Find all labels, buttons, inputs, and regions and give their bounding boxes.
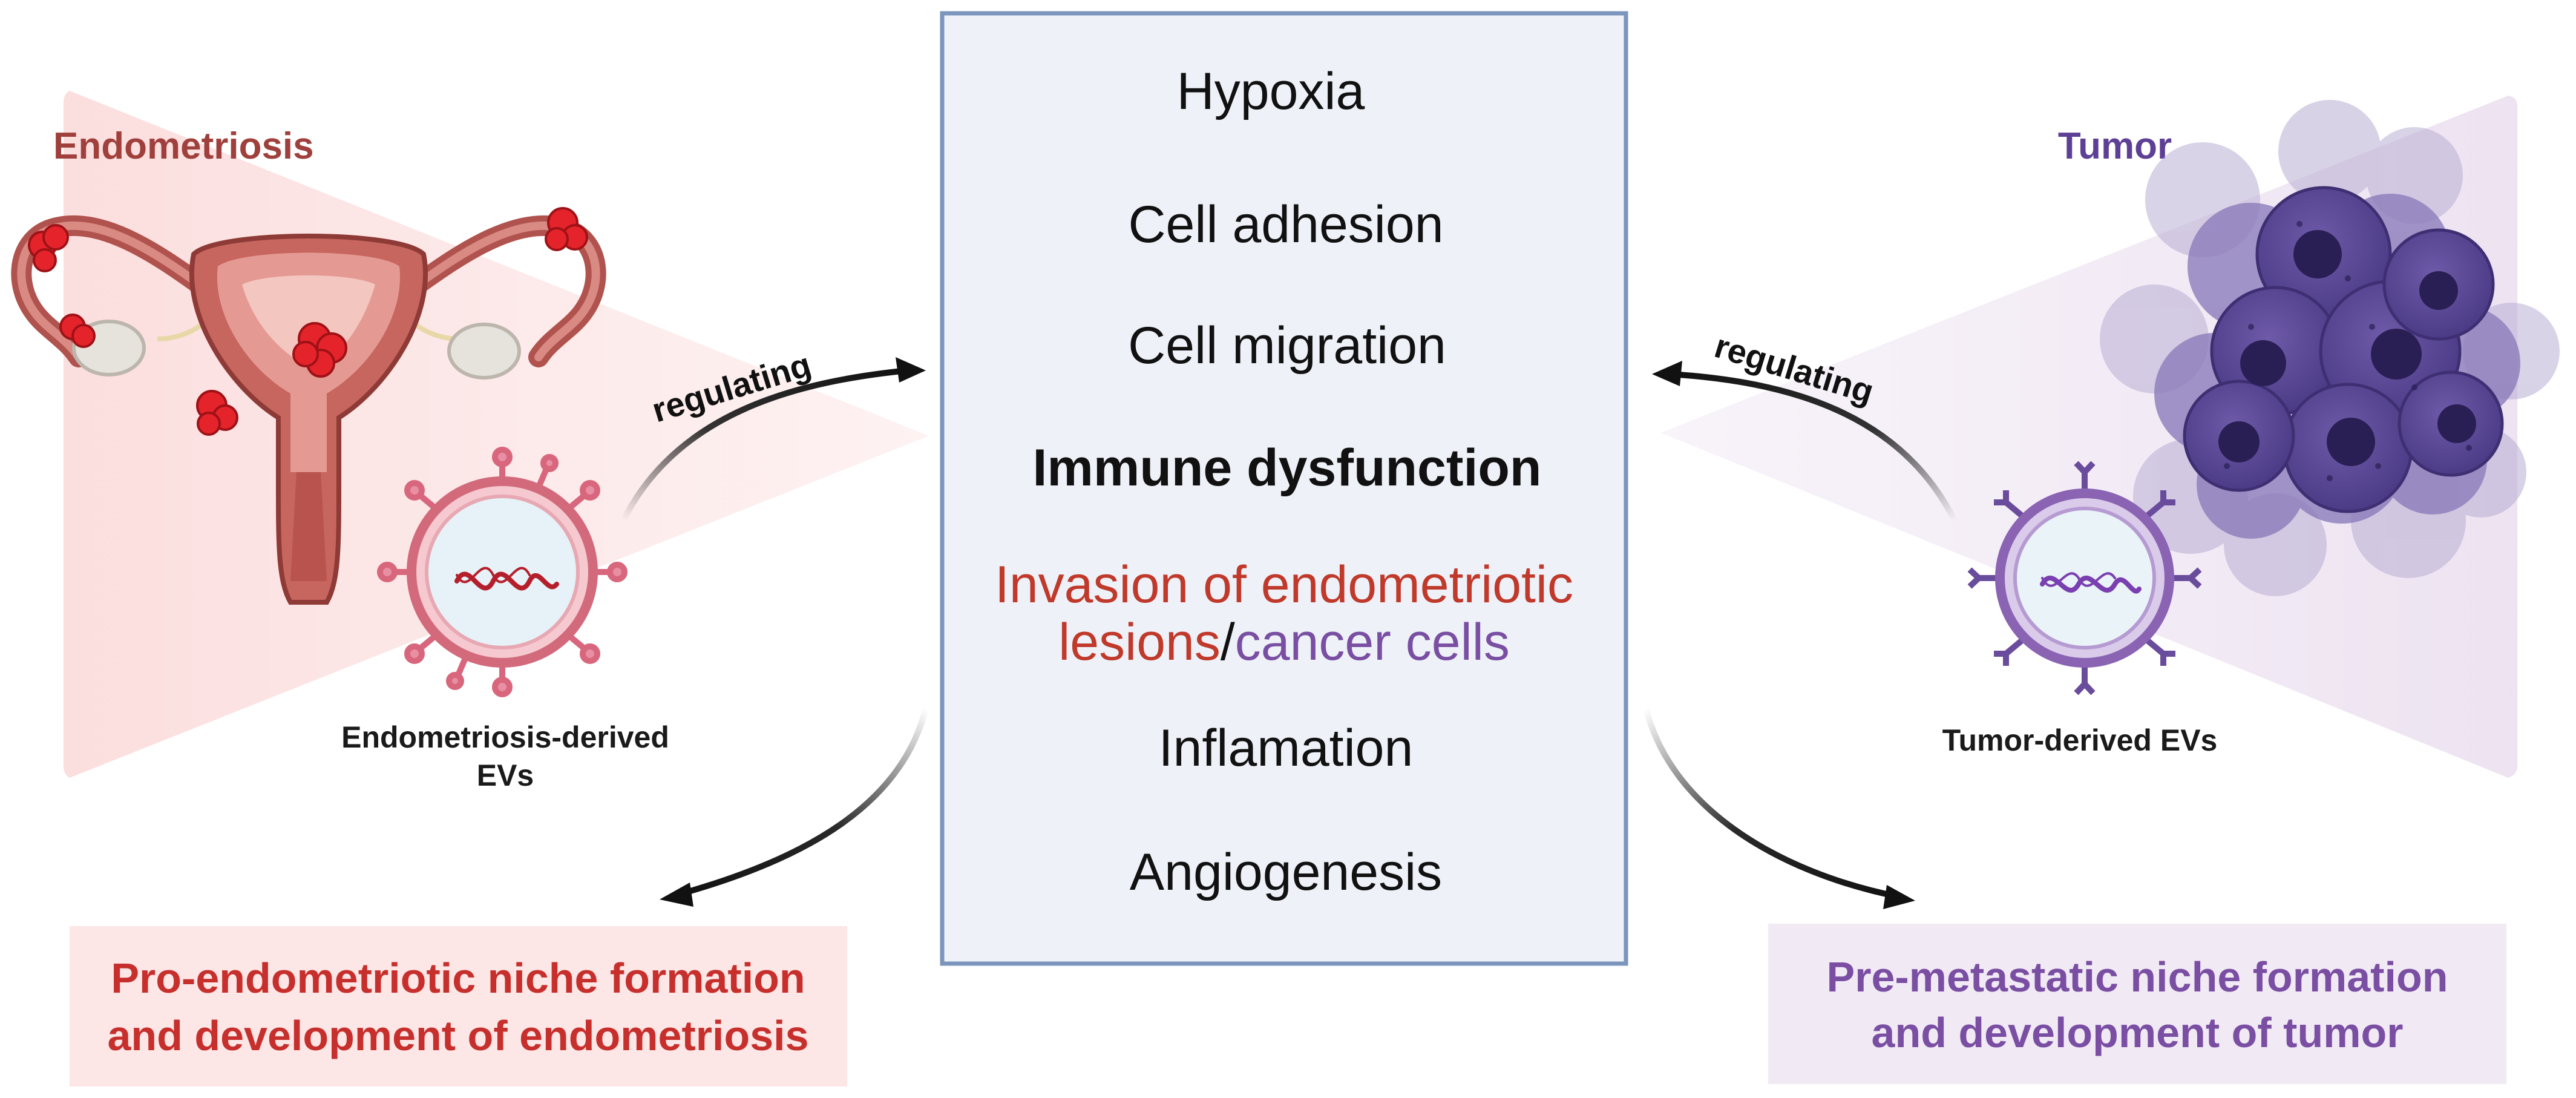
tumor-title: Tumor: [2058, 125, 2172, 167]
endometriosis-outcome-line2: and development of endometriosis: [107, 1012, 808, 1059]
tumor-ev-caption: Tumor-derived EVs: [1942, 723, 2218, 757]
endometriosis-ev-caption-line1: Endometriosis-derived: [341, 720, 669, 754]
endometriosis-ev-icon: [377, 447, 628, 697]
item-invasion-separator: /: [1221, 613, 1235, 671]
left-panel: Endometriosis: [11, 91, 929, 1086]
right-panel: Tumor: [1643, 96, 2560, 1084]
item-invasion-cancer-cells: cancer cells: [1235, 613, 1510, 671]
item-immune-dysfunction: Immune dysfunction: [1033, 439, 1542, 497]
item-inflammation: Inflamation: [1159, 719, 1414, 777]
item-invasion-line1: Invasion of endometriotic: [995, 556, 1573, 614]
uterus-icon: [11, 207, 606, 605]
item-cell-migration: Cell migration: [1128, 317, 1446, 375]
left-outcome-arrow: [660, 707, 929, 907]
tumor-ev-icon: [1967, 461, 2202, 695]
tumor-outcome-line1: Pre-metastatic niche formation: [1827, 953, 2448, 1001]
item-angiogenesis: Angiogenesis: [1130, 843, 1442, 901]
endometriosis-outcome-line1: Pro-endometriotic niche formation: [111, 955, 805, 1002]
left-background-triangle: [64, 91, 929, 778]
endometriosis-ev-caption-line2: EVs: [477, 758, 534, 792]
item-hypoxia: Hypoxia: [1177, 62, 1365, 120]
center-box-frame: [940, 11, 1628, 966]
right-outcome-arrow: [1643, 707, 1915, 909]
tumor-cluster-icon: [2100, 100, 2560, 596]
tumor-outcome-box: [1768, 924, 2506, 1084]
item-invasion-lesions: lesions: [1058, 613, 1221, 671]
item-invasion-line2: lesions/cancer cells: [1058, 613, 1510, 671]
endometriosis-title: Endometriosis: [53, 125, 314, 167]
endometriosis-outcome-box: [70, 926, 847, 1086]
item-cell-adhesion: Cell adhesion: [1128, 196, 1443, 254]
center-mechanisms-box: Hypoxia Cell adhesion Cell migration Imm…: [940, 11, 1628, 966]
tumor-outcome-line2: and development of tumor: [1872, 1009, 2404, 1056]
